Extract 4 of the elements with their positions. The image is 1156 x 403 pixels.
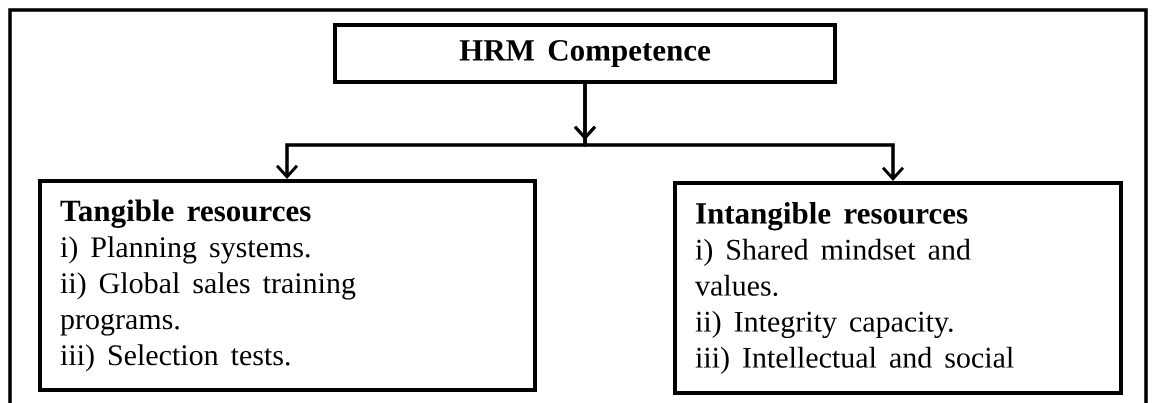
title-box: HRM Competence [333, 23, 837, 84]
connector-arrow [573, 84, 905, 181]
resource-box: Intangible resources i) Shared mindset and values. ii) Integrity capacity. iii) Intellectual and social [673, 181, 1123, 395]
resource-box: Tangible resources i) Planning systems. ii) Global sales training programs. iii) Selection tests. [38, 179, 537, 392]
